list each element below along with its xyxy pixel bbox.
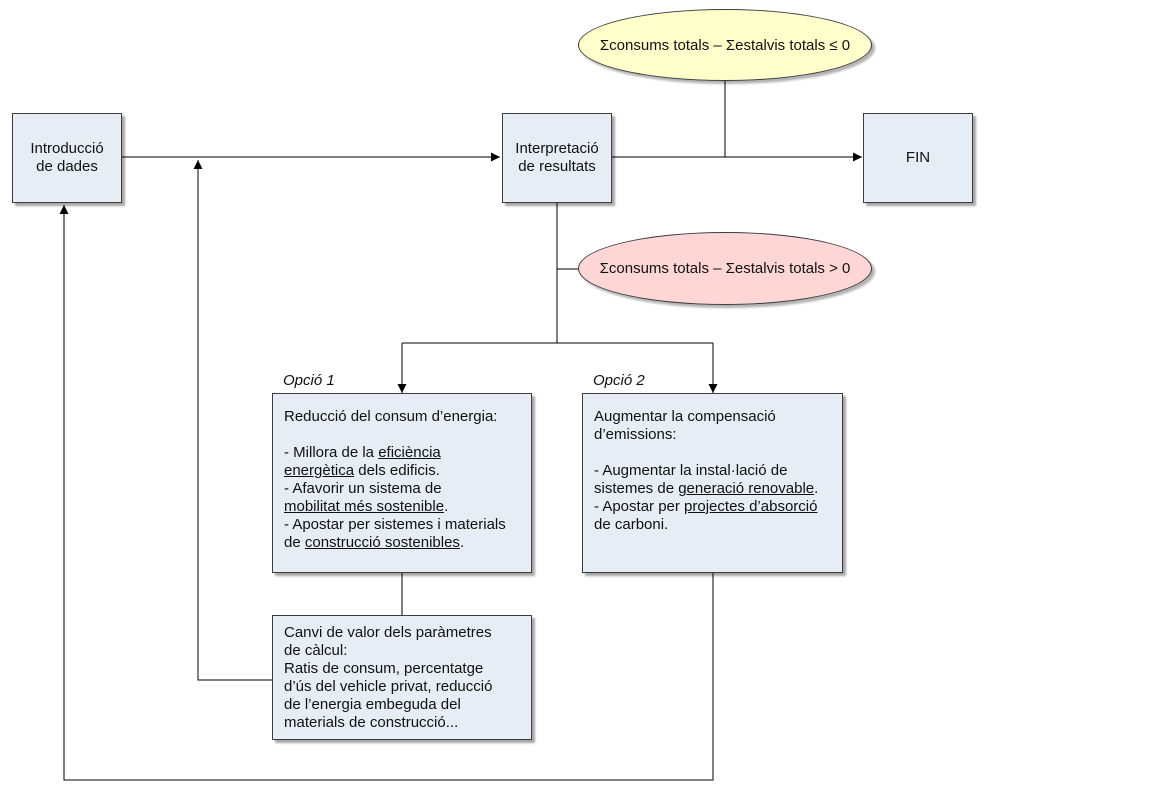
- canvi-line: d’ús del vehicle privat, reducció: [284, 678, 493, 695]
- opcio2-item: de carboni.: [594, 516, 669, 533]
- canvi-line: materials de construcció...: [284, 714, 459, 731]
- intro-line1: Introducció: [30, 140, 104, 157]
- arrow-canvi-back: [193, 160, 272, 681]
- intro-line2: de dades: [36, 158, 98, 175]
- opcio1-item: - Afavorir un sistema de: [284, 480, 442, 497]
- arrow-opcio2-back: [59, 205, 714, 781]
- canvi-line: de l’energia embeguda del: [284, 696, 461, 713]
- interp-line2: de resultats: [518, 158, 596, 175]
- opcio1-item: mobilitat més sostenible.: [284, 498, 449, 515]
- opcio2-item: - Apostar per projectes d’absorció: [594, 498, 818, 515]
- condition-le-zero: Σconsums totals – Σestalvis totals ≤ 0: [578, 9, 872, 81]
- condition-le-zero-text: Σconsums totals – Σestalvis totals ≤ 0: [599, 36, 851, 54]
- opcio2-label: Opció 2: [593, 372, 645, 389]
- interp-box: Interpretació de resultats: [502, 113, 612, 203]
- opcio2-title-line2: d’emissions:: [594, 426, 677, 443]
- canvi-line: Ratis de consum, percentatge: [284, 660, 484, 677]
- opcio2-title-line1: Augmentar la compensació: [594, 408, 776, 425]
- canvi-box: Canvi de valor dels paràmetres de càlcul…: [272, 615, 532, 740]
- fin-box: FIN: [863, 113, 973, 203]
- opcio1-item: de construcció sostenibles.: [284, 534, 465, 551]
- interp-line1: Interpretació: [515, 140, 599, 157]
- intro-box: Introducció de dades: [12, 113, 122, 203]
- canvi-line: de càlcul:: [284, 642, 348, 659]
- condition-gt-zero-text: Σconsums totals – Σestalvis totals > 0: [599, 260, 851, 277]
- opcio1-item: - Millora de la eficiència: [284, 444, 441, 461]
- canvi-line: Canvi de valor dels paràmetres: [284, 624, 492, 641]
- opcio1-box: Reducció del consum d’energia: - Millora…: [272, 393, 532, 573]
- opcio1-title: Reducció del consum d’energia:: [284, 408, 498, 425]
- opcio2-item: sistemes de generació renovable.: [594, 480, 819, 497]
- opcio2-item: - Augmentar la instal·lació de: [594, 462, 788, 479]
- opcio1-item: energètica dels edificis.: [284, 462, 440, 479]
- fin-label: FIN: [905, 149, 931, 166]
- opcio1-label: Opció 1: [283, 372, 335, 389]
- opcio1-item: - Apostar per sistemes i materials: [284, 516, 506, 533]
- opcio2-box: Augmentar la compensació d’emissions: - …: [582, 393, 843, 573]
- condition-gt-zero: Σconsums totals – Σestalvis totals > 0: [578, 232, 872, 305]
